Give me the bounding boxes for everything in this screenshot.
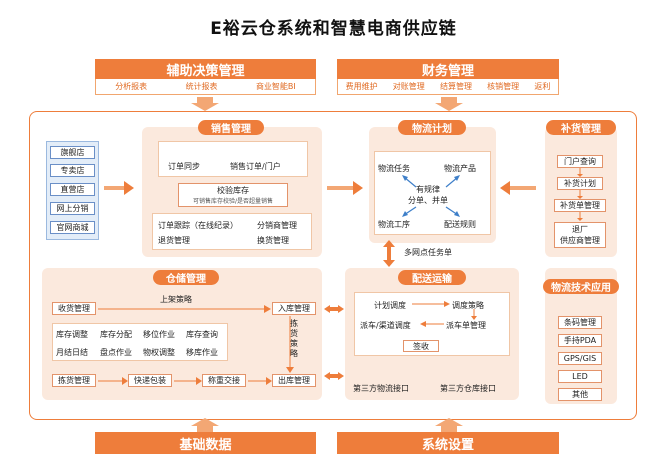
returns-management[interactable]: 退货管理 — [158, 236, 190, 245]
arrow-channels-to-sales — [104, 181, 134, 195]
third-party-warehouse-interface[interactable]: 第三方仓库接口 — [440, 384, 496, 393]
arrows-warehouse-delivery — [324, 305, 344, 380]
sales-title[interactable]: 销售管理 — [198, 120, 264, 135]
arrow-receiving-to-inbound — [98, 305, 271, 313]
replenish-down-arrows — [577, 168, 583, 221]
down-arrow-right — [435, 97, 463, 111]
logistics-diagonal-arrows — [402, 175, 460, 217]
putaway-strategy: 上架策略 — [160, 295, 192, 304]
finance-items: 费用维护 对账管理 结算管理 核销管理 返利 — [337, 79, 559, 95]
channel-direct[interactable]: 直营店 — [50, 183, 95, 196]
statistics-report[interactable]: 统计报表 — [185, 82, 218, 91]
inventory-allocation[interactable]: 库存分配 — [100, 330, 132, 339]
sales-after-box — [152, 213, 312, 250]
up-arrow-left — [191, 418, 219, 432]
logistics-plan-inner — [374, 151, 491, 235]
base-data-bar[interactable]: 基础数据 — [95, 432, 316, 454]
write-off[interactable]: 核销管理 — [487, 82, 520, 91]
regular-rule: 有规律 — [416, 185, 440, 194]
arrow-replenish-to-logistics — [500, 181, 536, 195]
distributor-management[interactable]: 分销商管理 — [257, 221, 297, 230]
warehouse-title[interactable]: 仓储管理 — [153, 270, 219, 285]
delivery-rules[interactable]: 配送规则 — [444, 220, 476, 229]
expense-maintenance[interactable]: 费用维护 — [345, 82, 378, 91]
gps-gis[interactable]: GPS/GIS — [558, 352, 602, 365]
return-supplier-management[interactable]: 退厂 供应商管理 — [554, 222, 606, 248]
delivery-title[interactable]: 配送运输 — [398, 270, 466, 285]
logistics-process[interactable]: 物流工序 — [378, 220, 410, 229]
multi-point-task[interactable]: 多网点任务单 — [404, 248, 452, 257]
inventory-verify-box[interactable]: 校验库存 可销售库存校验/是否超量销售 — [178, 183, 288, 207]
sign-receipt[interactable]: 签收 — [403, 340, 439, 352]
arrow-sales-to-logistics — [327, 181, 363, 195]
other-tech[interactable]: 其他 — [558, 388, 602, 401]
rebate[interactable]: 返利 — [534, 82, 551, 91]
reconciliation[interactable]: 对账管理 — [392, 82, 425, 91]
plan-dispatch[interactable]: 计划调度 — [374, 301, 406, 310]
express-packing[interactable]: 快递包装 — [128, 374, 172, 387]
order-tracking[interactable]: 订单跟踪（在线纪录） — [158, 221, 238, 230]
inventory-query[interactable]: 库存查询 — [186, 330, 218, 339]
replenish-title[interactable]: 补货管理 — [546, 120, 616, 135]
dispatch-strategy[interactable]: 调度策略 — [452, 301, 484, 310]
stocktaking[interactable]: 盘点作业 — [100, 348, 132, 357]
channel-official-mall[interactable]: 官网商城 — [50, 221, 95, 234]
picking-flow-arrows — [98, 377, 272, 385]
exchange-management[interactable]: 换货管理 — [257, 236, 289, 245]
channel-online-distribution[interactable]: 网上分销 — [50, 202, 95, 215]
sales-order-box — [158, 141, 308, 177]
bottom-up-arrows — [191, 418, 463, 432]
inventory-adjust[interactable]: 库存调整 — [56, 330, 88, 339]
outbound-management[interactable]: 出库管理 — [272, 374, 316, 387]
picking-strategy: 拣货策略 — [290, 319, 298, 358]
barcode-management[interactable]: 条码管理 — [558, 316, 602, 329]
channel-flagship[interactable]: 旗舰店 — [50, 146, 95, 159]
receiving-management[interactable]: 收货管理 — [52, 302, 96, 315]
inventory-verify-title: 校验库存 — [217, 186, 249, 195]
page-title: E裕云仓系统和智慧电商供应链 — [210, 19, 457, 39]
inventory-ops-box — [52, 323, 228, 361]
picking-management[interactable]: 拣货管理 — [52, 374, 96, 387]
system-frame — [29, 111, 637, 420]
down-arrow-left — [191, 97, 219, 111]
logistics-product[interactable]: 物流产品 — [444, 164, 476, 173]
up-arrow-right — [435, 418, 463, 432]
analysis-report[interactable]: 分析报表 — [115, 82, 148, 91]
dispatch-flow-arrows — [412, 301, 477, 327]
portal-query[interactable]: 门户查询 — [557, 155, 603, 168]
finance-bar[interactable]: 财务管理 — [337, 59, 559, 79]
arrow-logistics-to-delivery — [383, 240, 395, 267]
transfer-operation[interactable]: 移库作业 — [186, 348, 218, 357]
business-intelligence[interactable]: 商业智能BI — [255, 82, 296, 91]
order-sync[interactable]: 订单同步 — [168, 162, 200, 171]
logistics-plan-title[interactable]: 物流计划 — [398, 120, 466, 135]
system-settings-bar[interactable]: 系统设置 — [337, 432, 559, 454]
led[interactable]: LED — [558, 370, 602, 383]
replenish-order-management[interactable]: 补货单管理 — [554, 199, 606, 212]
sales-order-portal[interactable]: 销售订单/门户 — [230, 162, 281, 171]
arrow-inbound-to-outbound — [286, 316, 294, 373]
inventory-verify-note: 可销售库存校验/是否超量销售 — [192, 198, 274, 205]
settlement[interactable]: 结算管理 — [439, 82, 472, 91]
decision-support-bar[interactable]: 辅助决策管理 — [95, 59, 316, 79]
weigh-handover[interactable]: 称重交接 — [202, 374, 246, 387]
dispatch-order-management[interactable]: 派车单管理 — [446, 321, 486, 330]
logistics-tech-title[interactable]: 物流技术应用 — [543, 279, 619, 294]
third-party-logistics-interface[interactable]: 第三方物流接口 — [353, 384, 409, 393]
inbound-management[interactable]: 入库管理 — [272, 302, 316, 315]
ownership-adjust[interactable]: 物权调整 — [143, 348, 175, 357]
relocation-operation[interactable]: 移位作业 — [143, 330, 175, 339]
monthly-daily-closing[interactable]: 月结日结 — [56, 348, 88, 357]
top-down-arrows — [191, 97, 463, 111]
handheld-pda[interactable]: 手持PDA — [558, 334, 602, 347]
logistics-task[interactable]: 物流任务 — [378, 164, 410, 173]
split-merge-order: 分单、并单 — [408, 196, 448, 205]
replenish-plan[interactable]: 补货计划 — [557, 177, 603, 190]
vehicle-channel-dispatch[interactable]: 派车/渠道调度 — [360, 321, 411, 330]
channel-specialty[interactable]: 专卖店 — [50, 164, 95, 177]
decision-support-items: 分析报表 统计报表 商业智能BI — [95, 79, 316, 95]
